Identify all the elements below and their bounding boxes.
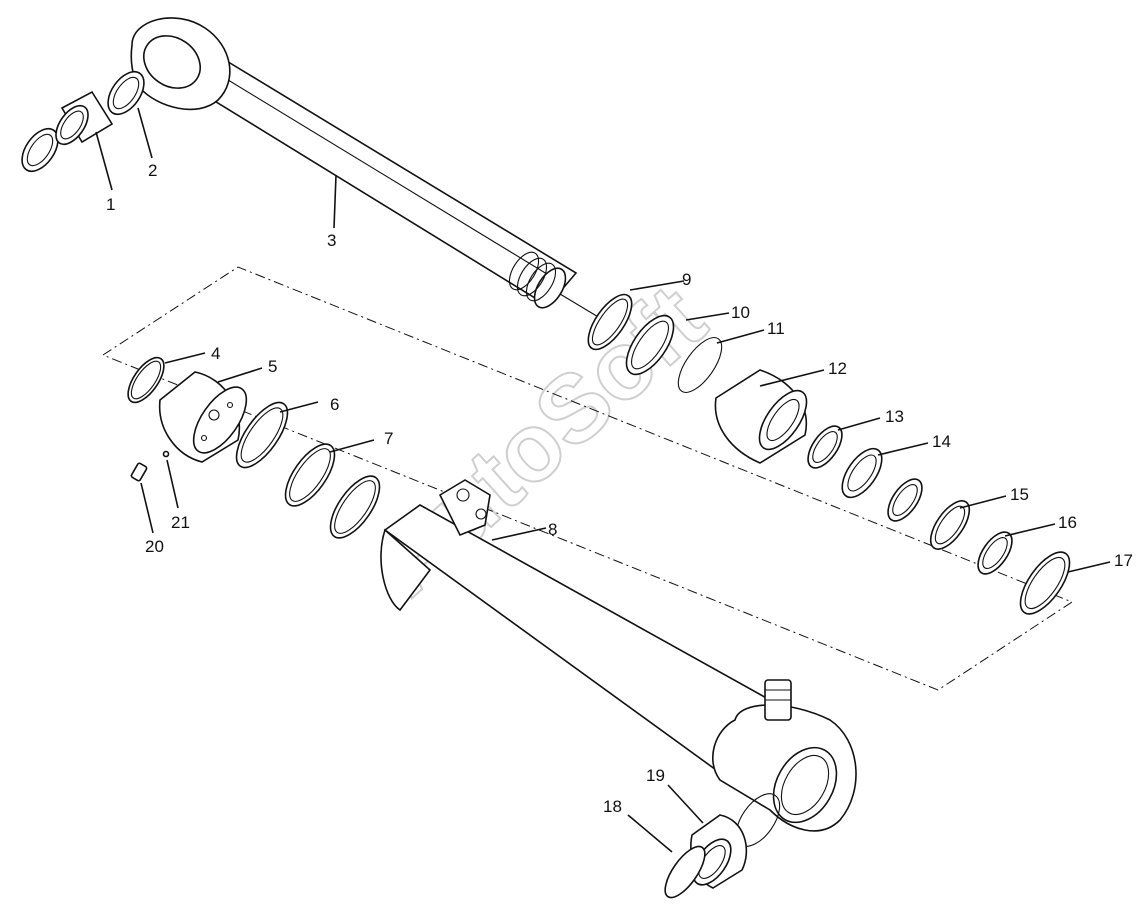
callout-19: 19	[646, 766, 665, 785]
callout-9: 9	[682, 270, 691, 289]
leader-lines	[95, 107, 1111, 853]
callout-4: 4	[211, 344, 220, 363]
callout-2: 2	[148, 161, 157, 180]
callout-8: 8	[548, 520, 557, 539]
callout-3: 3	[327, 231, 336, 250]
callout-5: 5	[268, 357, 277, 376]
callout-15: 15	[1010, 485, 1029, 504]
rod-seal-group	[587, 293, 1071, 615]
callout-21: 21	[171, 513, 190, 532]
cylinder-barrel	[380, 479, 857, 832]
callout-7: 7	[384, 429, 393, 448]
callout-11: 11	[767, 319, 785, 338]
base-bushing-group	[664, 793, 781, 899]
callout-6: 6	[330, 395, 339, 414]
callouts: 1 2 3 4 5 6 7 8 9 10 11 12 13 14 15 16 1…	[106, 161, 1133, 816]
callout-14: 14	[932, 432, 951, 451]
piston-group	[127, 356, 381, 539]
callout-10: 10	[731, 303, 750, 322]
callout-20: 20	[145, 537, 164, 556]
grease-fitting-parts	[130, 450, 170, 482]
callout-17: 17	[1114, 551, 1133, 570]
piston-rod	[130, 17, 601, 319]
callout-18: 18	[603, 797, 622, 816]
assembly-boundary	[102, 266, 1074, 691]
eye-bushing	[21, 70, 145, 173]
callout-1: 1	[106, 195, 115, 214]
callout-13: 13	[885, 407, 904, 426]
callout-16: 16	[1058, 513, 1077, 532]
callout-12: 12	[828, 359, 847, 378]
